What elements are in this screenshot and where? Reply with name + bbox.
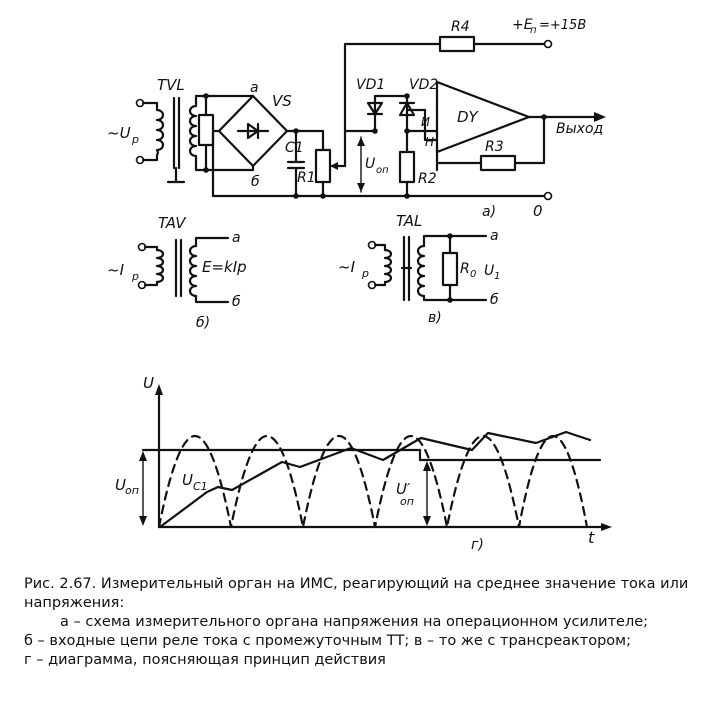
resistor-r4 — [438, 35, 476, 53]
label-vd2: VD2 — [409, 77, 438, 93]
opamp-dy — [435, 80, 531, 154]
caption-item-b-v: б – входные цепи реле тока с промежуточн… — [24, 633, 631, 649]
rectified-voltage-wave — [157, 435, 589, 529]
label-emf: E=kIр — [202, 258, 247, 276]
label-dy: DY — [457, 108, 480, 126]
label-r0: R — [460, 261, 470, 277]
svg-text:1: 1 — [494, 271, 500, 282]
label-part-b: б) — [196, 315, 210, 331]
supply-terminal — [543, 39, 553, 49]
tal-primary-coil — [383, 248, 393, 284]
resistor-r2 — [398, 150, 416, 184]
bridge-diode-icon — [246, 122, 260, 140]
circuit-v: TAL a б ~I р R 0 U 1 в) — [338, 212, 500, 326]
caption-item-a: а – схема измерительного органа напряжен… — [60, 614, 649, 630]
tvl-primary-coil — [155, 108, 165, 157]
label-tav: TAV — [158, 214, 187, 232]
label-uc1: U — [182, 471, 193, 489]
tvl-load-resistor — [197, 113, 215, 147]
svg-text:0: 0 — [470, 269, 476, 280]
tvl-secondary-coil — [188, 104, 198, 158]
terminal-zero — [543, 191, 553, 201]
tav-primary-coil — [155, 248, 165, 284]
svg-text:a: a — [490, 228, 499, 244]
circuit-b: TAV a б ~I р E=kIр б) — [107, 214, 247, 331]
caption-title: Рис. 2.67. Измерительный орган на ИМС, р… — [24, 576, 689, 611]
circuit-a: TVL ~U р a VS б C1 R1 VD1 VD2 R4 +E п =+… — [107, 17, 606, 220]
label-u1: U — [484, 263, 494, 279]
svg-text:р: р — [131, 270, 139, 283]
label-ip-v: ~I — [338, 258, 356, 276]
svg-text:=+15В: =+15В — [539, 18, 586, 33]
figure-2-67: TVL ~U р a VS б C1 R1 VD1 VD2 R4 +E п =+… — [107, 17, 612, 553]
diode-vd1 — [366, 101, 384, 116]
svg-text:б: б — [232, 294, 241, 310]
label-uop: U — [365, 156, 375, 172]
tav-secondary-coil — [188, 244, 198, 298]
svg-text:оп: оп — [125, 484, 139, 497]
svg-text:оп: оп — [376, 165, 389, 176]
r1-wiper-arrow — [330, 162, 338, 170]
output-arrow — [594, 112, 606, 122]
label-tal: TAL — [396, 212, 422, 230]
label-tvl: TVL — [157, 76, 185, 94]
label-r1: R1 — [297, 170, 316, 186]
svg-text:оп: оп — [400, 495, 414, 508]
label-vs: VS — [272, 92, 292, 110]
label-axis-u: U — [143, 374, 154, 392]
uc1-curve — [158, 430, 592, 529]
figure-caption: Рис. 2.67. Измерительный орган на ИМС, р… — [24, 575, 689, 670]
label-uop-diagram: U — [115, 476, 126, 494]
label-node-a: a — [250, 80, 259, 96]
label-output: Выход — [556, 121, 603, 137]
label-noninverting: Н — [425, 135, 434, 149]
label-vd1: VD1 — [356, 77, 385, 93]
svg-text:a: a — [232, 230, 241, 246]
svg-text:р: р — [361, 267, 369, 280]
svg-text:C1: C1 — [193, 480, 208, 493]
tal-secondary-coil — [416, 244, 426, 298]
label-axis-t: t — [588, 528, 595, 547]
label-r2: R2 — [418, 171, 437, 187]
label-c1: C1 — [285, 140, 304, 156]
label-ip: ~I — [107, 261, 125, 279]
label-up: ~U — [107, 124, 131, 142]
svg-text:б: б — [490, 292, 499, 308]
label-part-v: в) — [428, 310, 442, 326]
svg-text:р: р — [131, 133, 139, 146]
label-zero: 0 — [533, 202, 543, 220]
label-part-g: г) — [471, 537, 484, 553]
resistor-r0 — [441, 251, 459, 287]
label-part-a: а) — [482, 204, 496, 220]
caption-item-g: г – диаграмма, поясняющая принцип действ… — [24, 652, 386, 668]
diagram-g: U t U оп U C1 U′ оп г) — [115, 374, 612, 553]
label-supply: +E — [512, 17, 533, 33]
resistor-r3 — [479, 154, 517, 172]
svg-text:п: п — [530, 25, 537, 36]
label-uop-prime: U′ — [396, 480, 411, 498]
label-inverting: И — [421, 115, 430, 129]
label-r3: R3 — [485, 139, 504, 155]
label-node-b: б — [251, 174, 260, 190]
label-r4: R4 — [451, 19, 470, 35]
potentiometer-r1 — [314, 148, 332, 184]
